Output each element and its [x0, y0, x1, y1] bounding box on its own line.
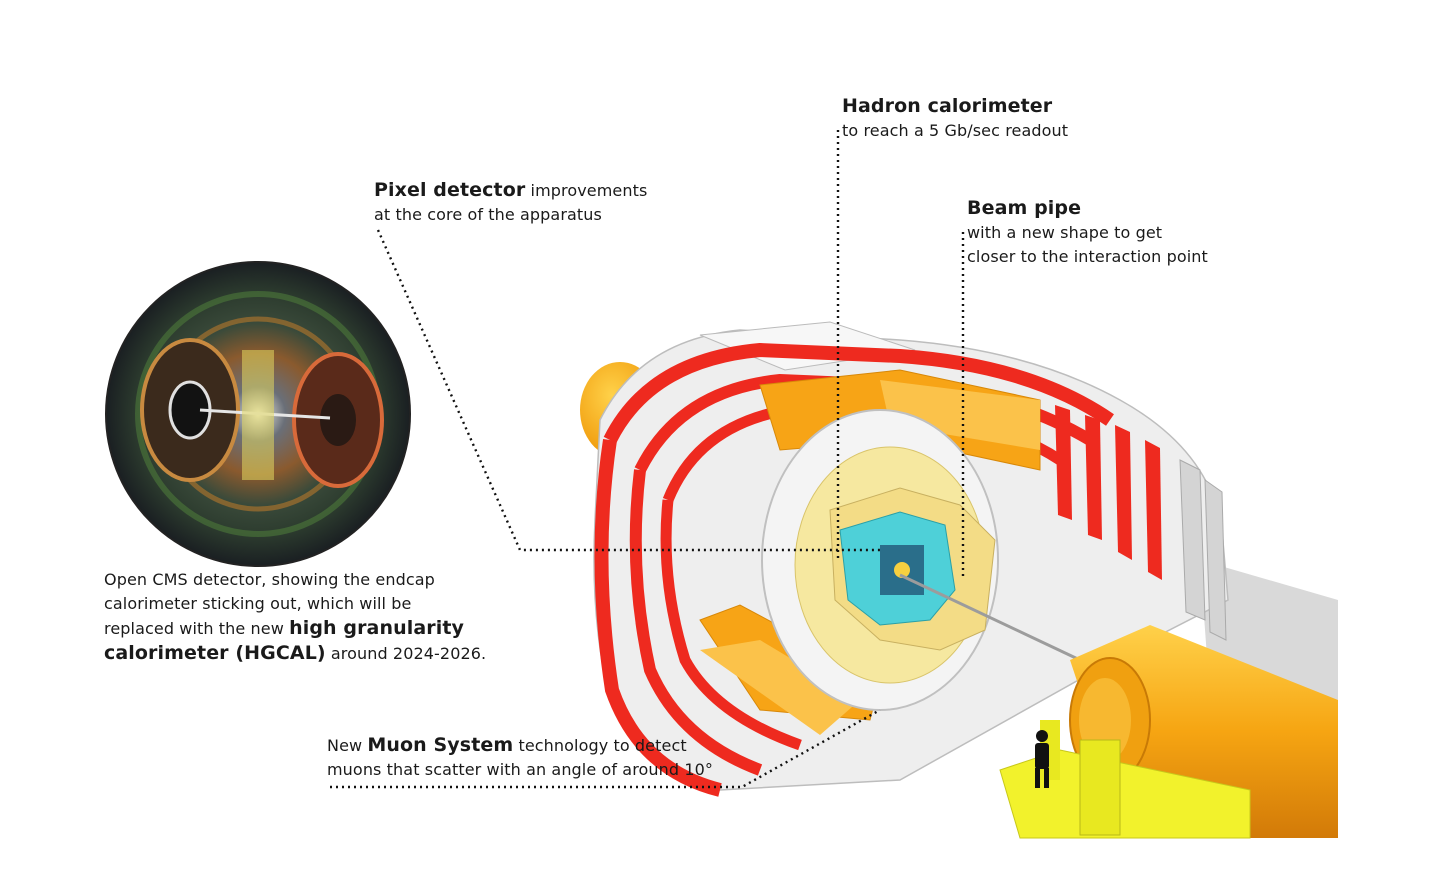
caption-line-4: around 2024-2026. [325, 644, 487, 663]
cms-photo [105, 261, 411, 567]
hadron-title: Hadron calorimeter [842, 95, 1053, 117]
muon-desc-1: technology to detect [513, 736, 687, 755]
caption-line-2: calorimeter sticking out, which will be [104, 594, 412, 613]
pixel-desc-1: improvements [525, 181, 648, 200]
muon-title: Muon System [367, 734, 514, 756]
caption-bold-1: high granularity [289, 617, 465, 639]
muon-desc-2: muons that scatter with an angle of arou… [327, 760, 713, 779]
leader-lines [330, 130, 965, 789]
beam-title: Beam pipe [967, 197, 1082, 219]
caption-bold-2: calorimeter (HGCAL) [104, 642, 326, 664]
cms-detector [580, 321, 1338, 839]
person-silhouette [1035, 730, 1049, 788]
hadron-calorimeter-label: Hadron calorimeter to reach a 5 Gb/sec r… [842, 94, 1068, 143]
beam-desc-2: closer to the interaction point [967, 247, 1208, 266]
beam-desc-1: with a new shape to get [967, 223, 1163, 242]
muon-system-label: New Muon System technology to detect muo… [327, 733, 713, 782]
muon-pre: New [327, 736, 368, 755]
caption-line-3: replaced with the new [104, 619, 290, 638]
pixel-title: Pixel detector [374, 179, 526, 201]
leader-muon [330, 708, 881, 789]
photo-caption: Open CMS detector, showing the endcap ca… [104, 568, 486, 666]
beam-pipe-label: Beam pipe with a new shape to get closer… [967, 196, 1208, 269]
pixel-detector-label: Pixel detector improvements at the core … [374, 178, 647, 227]
caption-line-1: Open CMS detector, showing the endcap [104, 570, 435, 589]
pixel-desc-2: at the core of the apparatus [374, 205, 602, 224]
hadron-desc: to reach a 5 Gb/sec readout [842, 121, 1069, 140]
